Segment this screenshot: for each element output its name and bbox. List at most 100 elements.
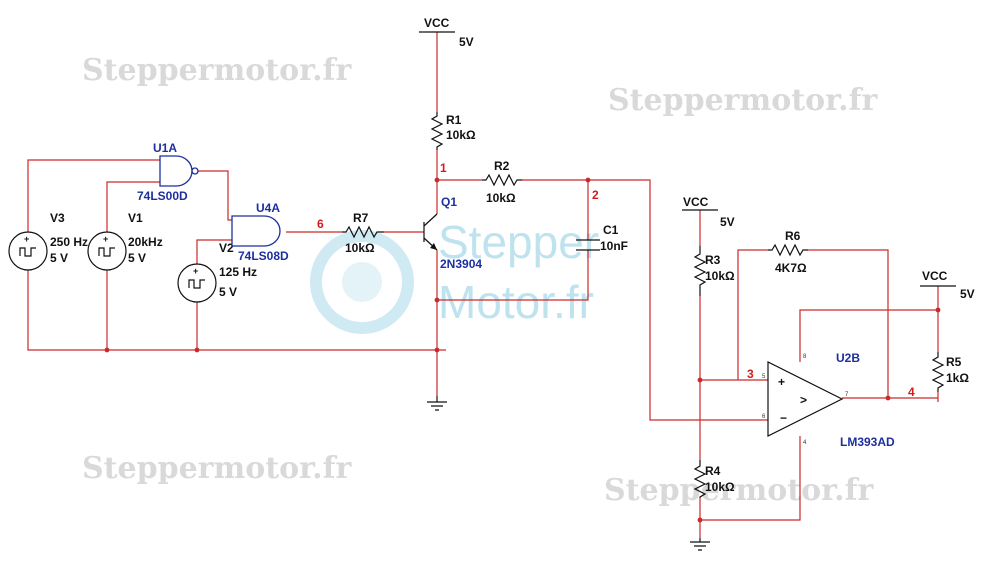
- junction: [697, 377, 703, 383]
- gear-hub-icon: [342, 262, 382, 302]
- junction: [935, 307, 941, 313]
- r3-ref: R3: [705, 253, 721, 267]
- r5-value: 1kΩ: [946, 371, 969, 385]
- resistor-r5: R5 1kΩ: [931, 352, 969, 392]
- c1-ref: C1: [603, 223, 619, 237]
- ground-icon: [690, 538, 710, 551]
- source-v2: + V2 125 Hz 5 V: [177, 241, 257, 303]
- r6-value: 4K7Ω: [775, 261, 807, 275]
- vcc-value: 5V: [459, 35, 474, 49]
- emitter-arrow-icon: [430, 243, 437, 250]
- u2b-part: LM393AD: [840, 435, 895, 449]
- v2-amp: 5 V: [219, 285, 237, 299]
- vcc-supply-top: VCC 5V: [419, 16, 474, 49]
- resistor-r4: R4 10kΩ: [693, 460, 735, 498]
- capacitor-icon: [576, 239, 600, 251]
- wire-r6-left: [737, 249, 768, 380]
- resistor-icon: [430, 112, 444, 150]
- wire-c1-bottom: [437, 250, 589, 301]
- vcc-label: VCC: [683, 195, 709, 209]
- square-wave-icon: [98, 247, 115, 257]
- square-wave-source-icon: [8, 231, 48, 271]
- plus-sign: +: [103, 234, 108, 244]
- comparator-triangle-icon: [767, 361, 844, 437]
- junction: [434, 347, 440, 353]
- inverter-bubble-icon: [191, 167, 199, 175]
- junction: [434, 297, 440, 303]
- u4a-ref: U4A: [256, 201, 280, 215]
- r3-value: 10kΩ: [705, 269, 735, 283]
- source-v1: + V1 20kHz 5 V: [87, 211, 163, 271]
- ground-transistor: [427, 396, 447, 411]
- resistor-r2: R2 10kΩ: [482, 159, 522, 205]
- ground-divider: [690, 538, 710, 551]
- capacitor-c1: C1 10nF: [576, 223, 628, 253]
- node-4-label: 4: [908, 385, 915, 399]
- junctions: [104, 177, 941, 523]
- vcc-value: 5V: [960, 287, 975, 301]
- v2-freq: 125 Hz: [219, 265, 257, 279]
- v2-name: V2: [219, 241, 234, 255]
- u4a-part: 74LS08D: [238, 249, 289, 263]
- r2-ref: R2: [494, 159, 510, 173]
- junction: [104, 347, 110, 353]
- resistor-icon: [693, 246, 707, 296]
- junction: [585, 177, 591, 183]
- comparator-symbol: >: [800, 393, 807, 407]
- resistor-icon: [768, 243, 808, 257]
- node-labels: 1 2 3 4 6: [317, 161, 915, 399]
- u1a-part: 74LS00D: [137, 189, 188, 203]
- u2b-ref: U2B: [836, 351, 860, 365]
- nand-gate-icon: [159, 155, 193, 187]
- gate-u1a: U1A 74LS00D: [137, 141, 199, 203]
- pin-7: 7: [845, 392, 849, 398]
- resistor-icon: [693, 460, 707, 498]
- wire-pin4: [700, 436, 801, 521]
- u1a-ref: U1A: [153, 141, 177, 155]
- wire-pin8: [799, 309, 938, 362]
- resistor-r7: R7 10kΩ: [342, 211, 384, 255]
- junction: [697, 517, 703, 523]
- v3-freq: 250 Hz: [50, 235, 88, 249]
- watermark-bottom-left: Steppermotor.fr: [82, 451, 352, 486]
- q1-part: 2N3904: [440, 257, 482, 271]
- watermark-center-line1: Stepper: [438, 216, 599, 268]
- r4-ref: R4: [705, 464, 721, 478]
- resistor-r3: R3 10kΩ: [693, 246, 735, 296]
- pin-8: 8: [803, 354, 807, 360]
- resistor-icon: [482, 173, 522, 187]
- node-2-label: 2: [592, 188, 599, 202]
- wire-v2-top: [196, 239, 232, 265]
- resistor-icon: [342, 225, 384, 239]
- node-6-label: 6: [317, 217, 324, 231]
- watermarks: Steppermotor.fr Steppermotor.fr Stepperm…: [82, 53, 878, 508]
- pin-5: 5: [762, 374, 766, 380]
- vcc-supply-mid: VCC 5V: [682, 195, 735, 229]
- square-wave-source-icon: [177, 263, 217, 303]
- gate-u4a: U4A 74LS08D: [231, 201, 289, 263]
- watermark-bottom-right: Steppermotor.fr: [604, 473, 874, 508]
- resistor-r6: R6 4K7Ω: [768, 229, 808, 275]
- transistor-icon: [423, 213, 438, 251]
- pin-4: 4: [803, 440, 807, 446]
- wire-v1-top: [106, 181, 160, 232]
- pin-6: 6: [762, 414, 766, 420]
- node-1-label: 1: [440, 161, 447, 175]
- resistor-icon: [931, 352, 945, 392]
- vcc-label: VCC: [424, 16, 450, 30]
- v1-name: V1: [128, 211, 143, 225]
- square-wave-icon: [188, 279, 205, 289]
- watermark-top-right: Steppermotor.fr: [608, 83, 878, 118]
- plus-input-sign: +: [778, 375, 785, 389]
- watermark-top-left: Steppermotor.fr: [82, 53, 352, 88]
- r1-ref: R1: [446, 113, 462, 127]
- square-wave-source-icon: [87, 231, 127, 271]
- wire-u1a-out: [196, 170, 234, 221]
- resistor-r1: R1 10kΩ: [430, 112, 476, 150]
- junction: [885, 395, 891, 401]
- r5-ref: R5: [946, 355, 962, 369]
- v1-amp: 5 V: [128, 251, 146, 265]
- wire-r6-right: [808, 249, 889, 398]
- junction: [194, 347, 200, 353]
